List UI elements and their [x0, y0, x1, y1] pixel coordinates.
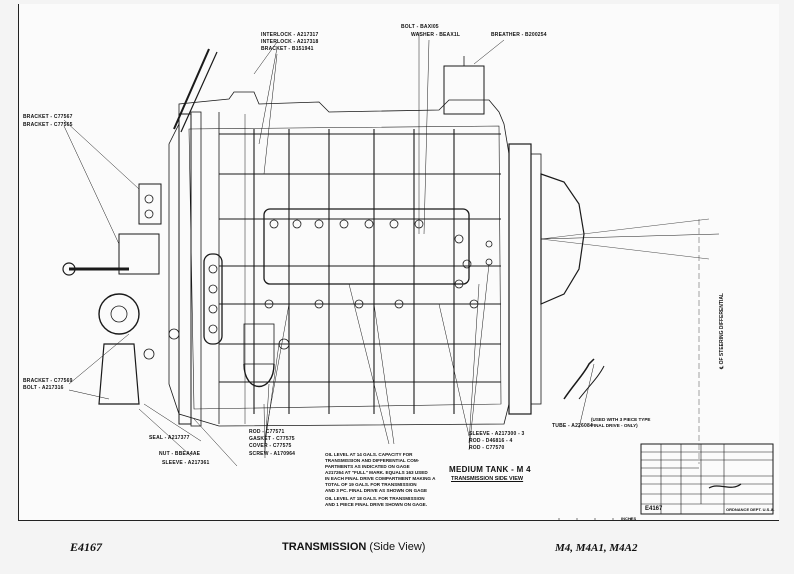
oil-level-note-2: OIL LEVEL AT 18 GALS. FOR TRANSMISSION A… [325, 496, 428, 507]
label-cover: COVER - C77575 [249, 443, 292, 449]
rib-grid [219, 129, 501, 414]
housing-outline [168, 91, 510, 427]
label-bolt-low: BOLT - A217316 [23, 385, 64, 391]
label-bolt: BOLT - BAXI05 [401, 24, 439, 30]
label-seal: SEAL - A217377 [149, 435, 190, 441]
drawing-caption-title: MEDIUM TANK - M 4 [449, 465, 531, 474]
figure-models: M4, M4A1, M4A2 [555, 542, 638, 554]
figure-title-view: (Side View) [369, 541, 426, 553]
title-block-grid [558, 443, 774, 520]
drawing-caption-subtitle: TRANSMISSION SIDE VIEW [451, 476, 524, 482]
label-washer: WASHER - BEAX1L [411, 32, 461, 38]
label-sleeve-right: SLEEVE - A217300 - 3 [469, 431, 525, 437]
label-interlock-1: INTERLOCK - A217317 [261, 32, 319, 38]
cover-plate [263, 208, 493, 350]
label-bracket-left-2: BRACKET - C77565 [23, 122, 73, 128]
label-screw: SCREW - A170964 [249, 451, 296, 457]
label-rod-3: ROD - C77570 [469, 445, 505, 451]
oil-level-note-1: OIL LEVEL AT 14 GALS. CAPACITY FOR TRANS… [325, 452, 436, 493]
label-tube-note: (USED WITH 3 PIECE TYPE FINAL DRIVE - ON… [591, 417, 651, 428]
left-linkage [62, 48, 275, 405]
label-gasket: GASKET - C77575 [249, 436, 295, 442]
drawing-sheet: INTERLOCK - A217317 INTERLOCK - A217318 … [18, 4, 779, 521]
label-bracket-left-1: BRACKET - C77567 [23, 114, 73, 120]
label-sleeve-left: SLEEVE - A217361 [162, 460, 210, 466]
scale-label: INCHES [621, 516, 637, 521]
title-block-dept: ORDNANCE DEPT. U.S.A. [726, 507, 775, 512]
label-steering-differential: ℄ OF STEERING DIFFERENTIAL [719, 293, 725, 369]
right-end [443, 56, 720, 464]
transmission-drawing [62, 32, 774, 520]
leader-lines [63, 32, 595, 467]
figure-code: E4167 [70, 540, 103, 554]
label-tube: TUBE - A226084 [552, 423, 593, 429]
label-rod-2: ROD - D46816 - 4 [469, 438, 513, 444]
figure-title: TRANSMISSION (Side View) [282, 541, 425, 553]
label-breather: BREATHER - B200254 [491, 32, 547, 38]
figure-title-main: TRANSMISSION [282, 541, 367, 553]
title-block-number: E4167 [645, 506, 663, 512]
label-rod-1: ROD - C77571 [249, 429, 285, 435]
label-interlock-2: INTERLOCK - A217318 [261, 39, 319, 45]
label-nut: NUT - BBEA4AE [159, 451, 201, 457]
label-bracket-low: BRACKET - C77569 [23, 378, 73, 384]
label-bracket-top: BRACKET - B151941 [261, 46, 314, 52]
